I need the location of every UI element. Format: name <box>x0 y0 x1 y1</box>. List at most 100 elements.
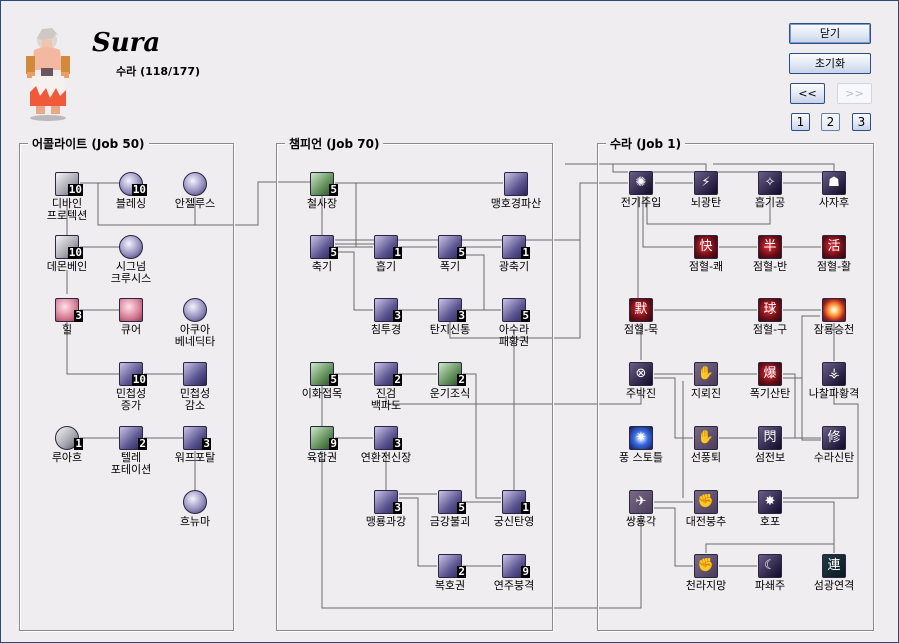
blade-stop-icon[interactable]: 2 <box>374 362 402 386</box>
signum-crucis-icon[interactable] <box>119 235 143 259</box>
iron-hand-icon[interactable]: 5 <box>310 172 338 196</box>
prev-page-button[interactable]: << <box>790 83 825 104</box>
cure-heart-icon[interactable] <box>119 298 143 322</box>
crescent-moon-icon[interactable]: ☾ <box>758 554 782 578</box>
skill-item[interactable]: ✊대전붕추 <box>671 490 741 528</box>
cursed-circle-icon[interactable]: ⊗ <box>629 362 653 386</box>
demon-bane-icon[interactable]: 10 <box>55 235 83 259</box>
skill-item[interactable]: 흐뉴마 <box>160 490 230 528</box>
rising-dragon-icon[interactable] <box>822 298 846 322</box>
reset-button[interactable]: 초기화 <box>789 53 871 74</box>
skill-item[interactable]: ✷풍 스토틀 <box>606 426 676 464</box>
angelus-icon[interactable] <box>183 172 207 196</box>
skill-item[interactable]: ✸호포 <box>735 490 805 528</box>
skill-item[interactable]: ✋선풍퇴 <box>671 426 741 464</box>
knuckle-arrow-icon[interactable]: 修 <box>822 426 846 450</box>
skill-item[interactable]: ⊗주박진 <box>606 362 676 400</box>
combo-finish-icon[interactable]: 3 <box>374 490 402 514</box>
tiger-cannon-icon[interactable]: ✊ <box>694 490 718 514</box>
divine-shield-icon[interactable]: 10 <box>55 172 83 196</box>
fury-icon[interactable]: 5 <box>438 235 466 259</box>
tiger-cannon-burst-icon[interactable]: ✸ <box>758 490 782 514</box>
skill-item[interactable]: ☗사자후 <box>799 171 869 209</box>
sky-net-blow-icon[interactable]: ✷ <box>629 426 653 450</box>
skill-item[interactable]: ✧흡기공 <box>735 171 805 209</box>
page-2-button[interactable]: 2 <box>821 113 840 131</box>
gentle-touch-quiet-icon[interactable]: 快 <box>694 235 718 259</box>
chain-crush-icon[interactable]: 9 <box>502 554 530 578</box>
explosion-spirits-icon[interactable]: 爆 <box>758 362 782 386</box>
skill-item[interactable]: ☾파쇄주 <box>735 554 805 592</box>
skill-item[interactable]: ✈쌍룡각 <box>606 490 676 528</box>
increase-agi-icon[interactable]: 10 <box>119 362 147 386</box>
page-1-button[interactable]: 1 <box>791 113 810 131</box>
next-page-button[interactable]: >> <box>837 83 872 104</box>
call-spirits-icon[interactable]: 5 <box>310 235 338 259</box>
lightning-ride-icon[interactable]: ⚡ <box>694 171 718 195</box>
gentle-touch-revitalize-icon[interactable]: 活 <box>822 235 846 259</box>
dragon-combo-icon[interactable]: ✈ <box>629 490 653 514</box>
page-3-button[interactable]: 3 <box>852 113 871 131</box>
skill-item[interactable]: ⚡뇌광탄 <box>671 171 741 209</box>
teleport-icon[interactable]: 2 <box>119 426 147 450</box>
gentle-touch-silence-icon[interactable]: 默 <box>629 298 653 322</box>
heal-heart-icon[interactable]: 3 <box>55 298 83 322</box>
fallen-empire-icon[interactable]: ✊ <box>694 554 718 578</box>
lions-roar-icon[interactable]: ☗ <box>822 171 846 195</box>
flash-step-icon[interactable]: 閃 <box>758 426 782 450</box>
gentle-touch-energy-icon[interactable]: ✧ <box>758 171 782 195</box>
skill-item[interactable]: ✊천라지망 <box>671 554 741 592</box>
skill-item[interactable]: 안젤루스 <box>160 172 230 210</box>
skill-item[interactable]: 큐어 <box>96 298 166 336</box>
skill-item[interactable]: ✋지뢰진 <box>671 362 741 400</box>
zen-icon[interactable]: 1 <box>502 235 530 259</box>
skill-item[interactable]: 맹호경파산 <box>481 172 551 210</box>
steel-body-icon[interactable]: 5 <box>438 490 466 514</box>
triple-attack-icon[interactable]: 9 <box>310 426 338 450</box>
flash-combo-icon[interactable]: 連 <box>822 554 846 578</box>
sky-kick-icon[interactable]: ✋ <box>694 426 718 450</box>
skill-item[interactable]: ✺전기주입 <box>606 171 676 209</box>
chain-combo-icon[interactable]: 3 <box>374 426 402 450</box>
power-velocity-icon[interactable]: ✺ <box>629 171 653 195</box>
flee-icon[interactable]: 5 <box>310 362 338 386</box>
spirits-recovery-icon[interactable]: 2 <box>438 362 466 386</box>
rampage-blaster-icon[interactable]: ⚶ <box>822 362 846 386</box>
tiger-knuckle-icon[interactable]: 2 <box>438 554 466 578</box>
gentle-touch-cure-icon[interactable]: 球 <box>758 298 782 322</box>
skill-item[interactable]: 잠룡승천 <box>799 298 869 336</box>
snap-icon[interactable]: 1 <box>502 490 530 514</box>
decrease-agi-icon[interactable] <box>183 362 207 386</box>
earth-shaker-icon[interactable]: ✋ <box>694 362 718 386</box>
blessing-icon[interactable]: 10 <box>119 172 147 196</box>
warp-portal-icon[interactable]: 3 <box>183 426 211 450</box>
